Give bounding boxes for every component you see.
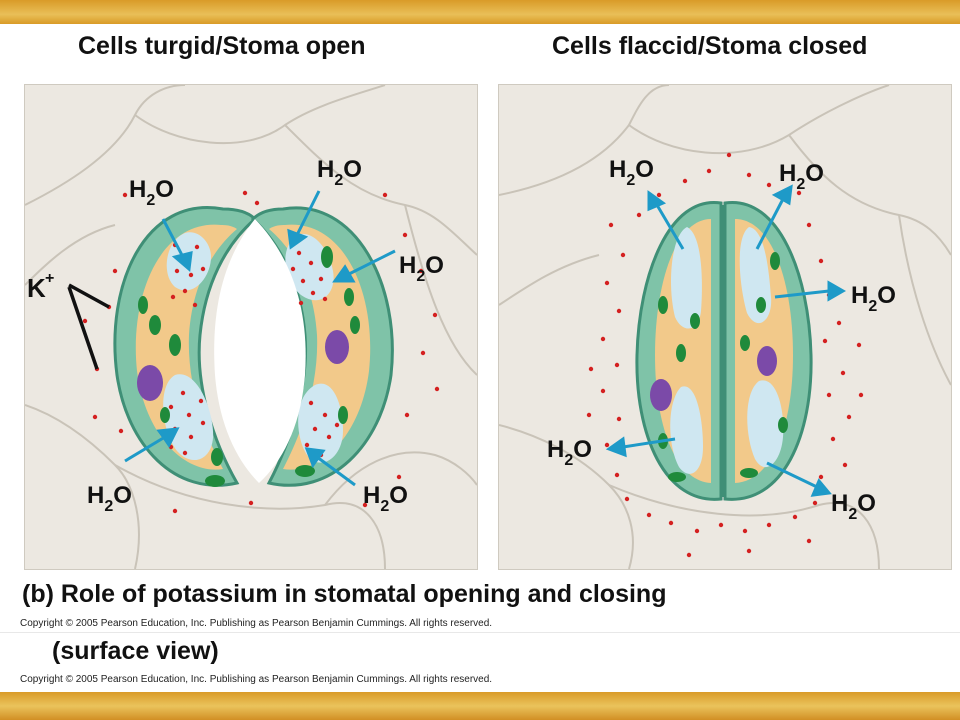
slide-top-border	[0, 0, 960, 24]
water-labels-right: H2O H2O H2O H2O H2O	[547, 156, 896, 523]
h2o-label: H2O	[399, 252, 444, 285]
potassium-ions	[586, 152, 864, 558]
epidermal-cells	[25, 85, 477, 569]
slide: Cells turgid/Stoma open Cells flaccid/St…	[0, 24, 960, 692]
water-arrows-out	[605, 184, 847, 497]
water-labels-left: H2O H2O H2O H2O H2O	[87, 156, 444, 515]
potassium-label: K +	[27, 270, 110, 370]
right-panel-title: Cells flaccid/Stoma closed	[552, 32, 868, 60]
k-ion-charge: +	[45, 270, 54, 287]
nucleus-left	[650, 379, 672, 411]
guard-cell-right	[250, 206, 394, 487]
nucleus-right	[325, 330, 349, 364]
turgid-panel: K + H2O H2O H2O H2O H2O	[24, 84, 478, 570]
slide-bottom-border	[0, 692, 960, 720]
vacuole-lower-right	[747, 380, 784, 468]
copyright-notice: Copyright © 2005 Pearson Education, Inc.…	[20, 618, 493, 629]
h2o-label: H2O	[851, 282, 896, 315]
nucleus-left	[137, 365, 163, 401]
flaccid-panel: H2O H2O H2O H2O H2O	[498, 84, 952, 570]
stomatal-pore-open	[214, 219, 306, 483]
guard-cell-right	[723, 201, 813, 501]
vacuole-lower-left	[670, 386, 703, 474]
guard-cell-left	[635, 201, 723, 501]
left-panel-title: Cells turgid/Stoma open	[78, 32, 366, 60]
guard-cell-left	[113, 206, 258, 487]
h2o-label: H2O	[129, 176, 174, 209]
vacuole-lower-left	[163, 374, 214, 461]
vacuole-upper-left	[671, 227, 702, 329]
nucleus-right	[757, 346, 777, 376]
h2o-label: H2O	[363, 482, 408, 515]
vacuole-upper-right	[285, 233, 334, 301]
figure-caption: (b) Role of potassium in stomatal openin…	[22, 580, 667, 608]
h2o-label: H2O	[831, 490, 876, 523]
turgid-diagram: K + H2O H2O H2O H2O H2O	[25, 85, 477, 569]
h2o-label: H2O	[317, 156, 362, 189]
h2o-label: H2O	[87, 482, 132, 515]
copyright-notice: Copyright © 2005 Pearson Education, Inc.…	[20, 674, 493, 685]
water-arrows-in	[124, 190, 396, 487]
k-ion-symbol: K	[27, 273, 46, 303]
divider	[0, 632, 960, 633]
h2o-label: H2O	[547, 436, 592, 469]
h2o-label: H2O	[609, 156, 654, 189]
epidermal-cells	[499, 85, 951, 569]
h2o-label: H2O	[779, 160, 824, 193]
figure-subcaption: (surface view)	[52, 637, 219, 665]
flaccid-diagram: H2O H2O H2O H2O H2O	[499, 85, 951, 569]
